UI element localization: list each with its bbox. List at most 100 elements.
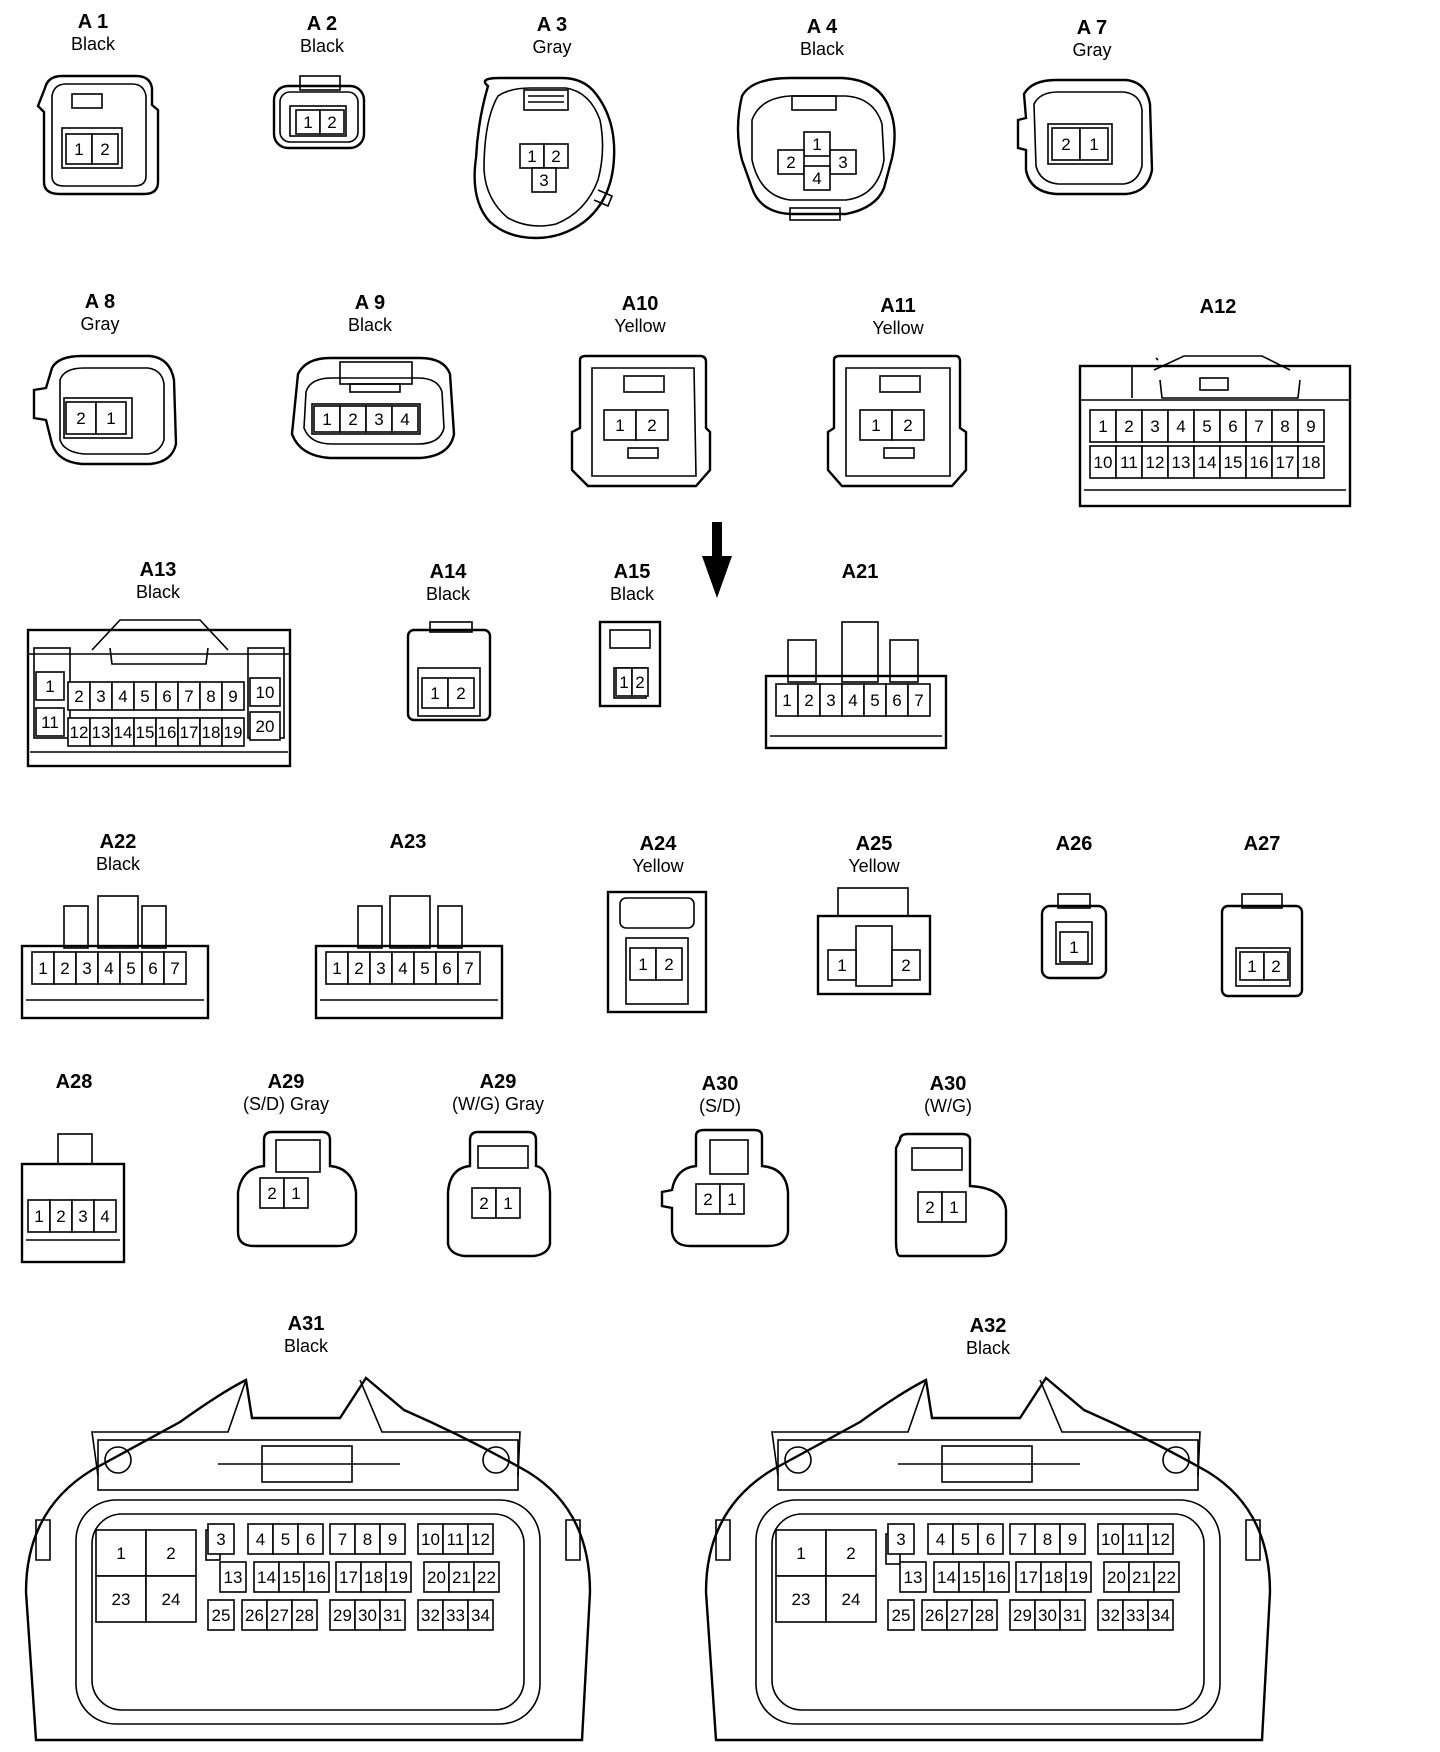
- connector-a27-id: A27: [1244, 833, 1281, 855]
- connector-a12-id: A12: [1200, 296, 1237, 318]
- connector-a30-w-g-pin-1-cell: [941, 1191, 967, 1223]
- connector-a13-black-pin-18: 18: [202, 723, 221, 742]
- connector-a27-pin-1: 1: [1247, 957, 1256, 976]
- connector-a13-black-pin-1-cell: [35, 671, 65, 701]
- connector-a31-black-pin-32: 32: [421, 1606, 440, 1625]
- connector-a27-pin-2-cell: [1263, 951, 1289, 981]
- connector-a32-black-pin-18-cell: [1040, 1561, 1067, 1593]
- connector-a10-yellow-pin-2: 2: [647, 416, 656, 435]
- connector-a-7-gray-id: A 7: [1077, 17, 1107, 39]
- connector-a10-yellow-color-label: Yellow: [614, 316, 666, 336]
- connector-a22-black-pin-7-cell: [163, 951, 187, 985]
- connector-a12-pin-8-cell: [1271, 409, 1299, 443]
- connector-a31-black-pin-15-cell: [278, 1561, 305, 1593]
- connector-a31-black-pin-9-cell: [379, 1523, 406, 1555]
- connector-a31-black-pin-22-cell: [473, 1561, 500, 1593]
- connector-a32-black-pin-2-cell: [825, 1529, 877, 1577]
- connector-a31-black-pin-13-cell: [219, 1561, 247, 1593]
- connector-a31-black-pin-4-cell: [247, 1523, 274, 1555]
- connector-a-4-black-pin-4-cell: [803, 165, 831, 191]
- connector-a31-black-pin-27-cell: [266, 1599, 293, 1631]
- connector-a13-black-pin-9: 9: [228, 687, 237, 706]
- connector-a12-pin-11: 11: [1120, 453, 1138, 472]
- connector-a15-black-pin-2-cell: [631, 667, 649, 697]
- connector-a31-black-pin-34: 34: [471, 1606, 490, 1625]
- connector-a11-yellow-pin-1-cell: [859, 409, 893, 441]
- connector-a13-black-pin-11-cell: [35, 707, 65, 737]
- connector-a31-black-pin-5-cell: [272, 1523, 299, 1555]
- connector-a31-black-pin-4: 4: [256, 1530, 265, 1549]
- connector-a32-black-pin-12: 12: [1151, 1530, 1170, 1549]
- connector-a31-black-pin-31: 31: [383, 1606, 402, 1625]
- connector-a-7-gray-pin-2: 2: [1061, 135, 1070, 154]
- connector-a-4-black-pin-2: 2: [786, 153, 795, 172]
- connector-a-1-black-pin-2-cell: [91, 133, 119, 165]
- connector-a12-pin-12: 12: [1146, 453, 1165, 472]
- connector-a31-black-pin-29: 29: [333, 1606, 352, 1625]
- connector-a13-black-pin-17: 17: [180, 723, 199, 742]
- connector-a12-pin-4-cell: [1167, 409, 1195, 443]
- connector-a23-pin-1: 1: [332, 959, 341, 978]
- connector-a31-black-pin-15: 15: [282, 1568, 301, 1587]
- connector-a31-black-pin-30: 30: [358, 1606, 377, 1625]
- connector-a30-w-g-pin-1: 1: [949, 1198, 958, 1217]
- connector-a31-black-pin-13: 13: [224, 1568, 243, 1587]
- connector-a25-yellow-pin-1: 1: [837, 956, 846, 975]
- connector-a-9-black-pin-3-cell: [365, 405, 393, 433]
- connector-a30-s-d-pin-2: 2: [703, 1190, 712, 1209]
- connector-a-8-gray-id: A 8: [85, 291, 115, 313]
- connector-a31-black-pin-10: 10: [421, 1530, 440, 1549]
- connector-a31-black-pin-7: 7: [338, 1530, 347, 1549]
- connector-a31-black-pin-7-cell: [329, 1523, 356, 1555]
- connector-a12-pin-9-cell: [1297, 409, 1325, 443]
- connector-a32-black-pin-9-cell: [1059, 1523, 1086, 1555]
- connector-a-9-black-color-label: Black: [348, 315, 393, 335]
- connector-a22-black-pin-5: 5: [126, 959, 135, 978]
- connector-a29-s-d-gray-pin-2: 2: [267, 1184, 276, 1203]
- connector-a32-black-pin-6-cell: [977, 1523, 1004, 1555]
- connector-a32-black-pin-23: 23: [792, 1590, 811, 1609]
- connector-a11-yellow-pin-2: 2: [903, 416, 912, 435]
- connector-a13-black-pin-6: 6: [162, 687, 171, 706]
- connector-a31-black-pin-12-cell: [467, 1523, 494, 1555]
- connector-a25-yellow-pin-2: 2: [901, 956, 910, 975]
- connector-a31-black-pin-14-cell: [253, 1561, 280, 1593]
- connector-a-3-gray-pin-3: 3: [539, 171, 548, 190]
- connector-a-9-black-pin-4: 4: [400, 410, 409, 429]
- connector-a31-black-pin-23-cell: [95, 1575, 147, 1623]
- connector-a31-black-pin-23: 23: [112, 1590, 131, 1609]
- connector-a31-black-pin-16-cell: [303, 1561, 330, 1593]
- connector-a31-black-pin-8: 8: [363, 1530, 372, 1549]
- connector-a15-black-pin-2: 2: [635, 673, 644, 692]
- connector-a-4-black-color-label: Black: [800, 39, 845, 59]
- connector-a29-s-d-gray-id: A29: [268, 1071, 305, 1093]
- connector-a-1-black-pin-1-cell: [65, 133, 93, 165]
- connector-a12-pin-17-cell: [1271, 445, 1299, 479]
- connector-a29-w-g-gray-id: A29: [480, 1071, 517, 1093]
- connector-a32-black-pin-7: 7: [1018, 1530, 1027, 1549]
- connector-a11-yellow-color-label: Yellow: [872, 318, 924, 338]
- connector-a-4-black-pin-3-cell: [829, 149, 857, 175]
- connector-a30-s-d-pin-1-cell: [719, 1183, 745, 1215]
- connector-a13-black-pin-20: 20: [256, 717, 275, 736]
- connector-a31-black-pin-18: 18: [364, 1568, 383, 1587]
- connector-a14-black-id: A14: [430, 561, 468, 583]
- connector-a21-pin-3: 3: [826, 691, 835, 710]
- connector-a14-black-pin-2-cell: [447, 677, 475, 709]
- connector-a11-yellow-id: A11: [880, 295, 916, 317]
- connector-a30-w-g-id: A30: [930, 1073, 967, 1095]
- connector-a31-black-pin-29-cell: [329, 1599, 356, 1631]
- connector-a-2-black-pin-2-cell: [319, 109, 345, 135]
- connector-a-4-black-id: A 4: [807, 16, 838, 38]
- connector-a32-black-pin-32: 32: [1101, 1606, 1120, 1625]
- connector-a31-black-pin-2: 2: [166, 1544, 175, 1563]
- connector-a12-pin-1: 1: [1098, 417, 1107, 436]
- connector-a22-black-pin-4: 4: [104, 959, 113, 978]
- connector-a31-black-pin-34-cell: [467, 1599, 494, 1631]
- connector-a13-black-pin-10-cell: [249, 677, 281, 707]
- connector-a32-black-pin-9: 9: [1068, 1530, 1077, 1549]
- connector-a13-black-pin-16: 16: [158, 723, 177, 742]
- connector-a31-black-pin-28: 28: [295, 1606, 314, 1625]
